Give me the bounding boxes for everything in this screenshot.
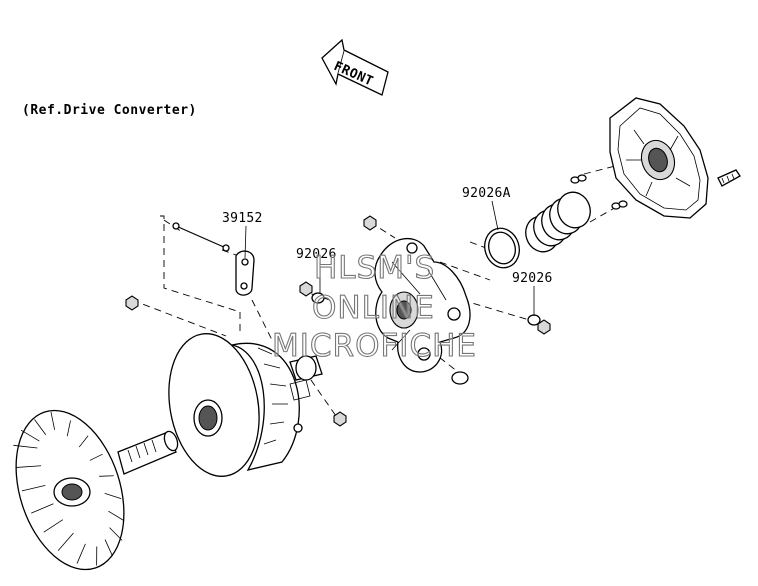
weight-arm-39152 <box>172 222 255 296</box>
clutch-spring <box>525 191 591 253</box>
front-arrow: FRONT <box>321 38 389 96</box>
watermark: HLSM'S ONLINE MICROFICHE <box>271 249 477 364</box>
ref-note: (Ref.Drive Converter) <box>22 103 197 118</box>
watermark-line-2: ONLINE <box>312 290 435 326</box>
callout-92026-right: 92026 <box>512 271 553 286</box>
spider-assembly <box>374 237 471 373</box>
callout-39152: 39152 <box>222 211 263 226</box>
clutch-cover <box>570 97 741 219</box>
callout-92026-left: 92026 <box>296 247 337 262</box>
movable-sheave <box>168 333 311 477</box>
callout-92026a: 92026A <box>462 186 511 201</box>
small-hardware <box>125 215 551 427</box>
watermark-line-1: HLSM'S <box>314 250 435 286</box>
leader-lines <box>244 200 535 316</box>
o-ring-92026a <box>484 227 520 269</box>
fixed-sheave-fan <box>13 409 179 571</box>
watermark-line-3: MICROFICHE <box>272 328 477 364</box>
